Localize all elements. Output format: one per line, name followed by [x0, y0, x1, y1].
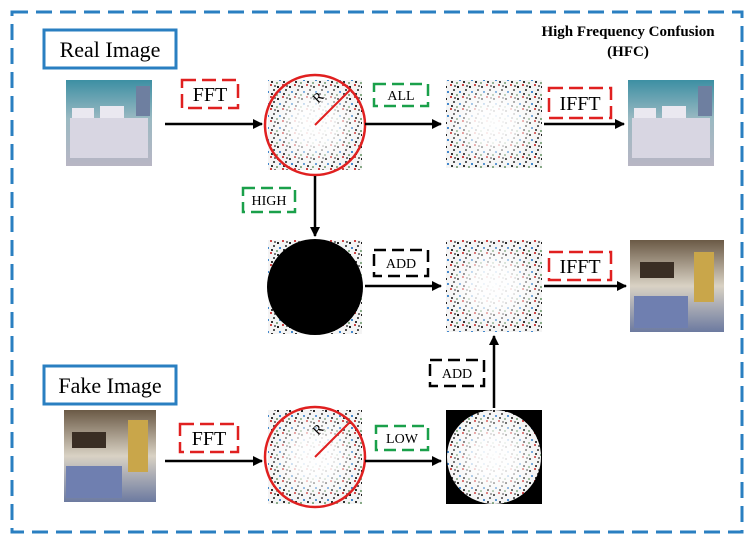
fake-radius-line — [314, 421, 351, 458]
svg-text:FFT: FFT — [192, 428, 226, 450]
svg-text:ADD: ADD — [386, 257, 416, 272]
fake-image-label: Fake Image — [58, 373, 161, 398]
svg-text:LOW: LOW — [386, 432, 419, 447]
real-output-image — [628, 80, 714, 166]
outer-frame — [10, 10, 744, 534]
real-image-box — [42, 28, 178, 70]
real-radius-line — [314, 89, 351, 126]
real-image-label: Real Image — [60, 37, 161, 62]
tag-fft-fake: FFT — [178, 422, 240, 454]
svg-text:FFT: FFT — [193, 84, 227, 106]
tag-ifft-mixed: IFFT — [547, 250, 613, 282]
low-spectrum — [446, 410, 542, 504]
tag-low: LOW — [374, 424, 430, 452]
diagram-title-line1: High Frequency Confusion — [541, 24, 715, 40]
mixed-output-image — [630, 240, 724, 332]
all-spectrum — [446, 80, 542, 168]
svg-text:ALL: ALL — [387, 89, 414, 104]
tag-fft-real: FFT — [180, 78, 240, 110]
fake-image-box — [42, 364, 178, 406]
svg-text:IFFT: IFFT — [559, 93, 600, 115]
fake-bedroom-image — [64, 410, 156, 502]
svg-text:IFFT: IFFT — [559, 256, 600, 278]
real-bedroom-image — [66, 80, 152, 166]
fake-radius-circle — [263, 405, 367, 509]
high-spectrum — [267, 239, 363, 335]
tag-add-vertical: ADD — [428, 358, 486, 388]
svg-text:ADD: ADD — [442, 367, 472, 382]
tag-ifft-real: IFFT — [547, 86, 613, 120]
tag-all: ALL — [372, 82, 430, 108]
svg-text:HIGH: HIGH — [252, 194, 287, 209]
tag-high: HIGH — [241, 186, 297, 214]
tag-add-middle: ADD — [372, 248, 430, 278]
combined-spectrum — [446, 240, 542, 332]
diagram-title-line2: (HFC) — [607, 44, 649, 60]
fake-spectrum — [268, 410, 362, 504]
